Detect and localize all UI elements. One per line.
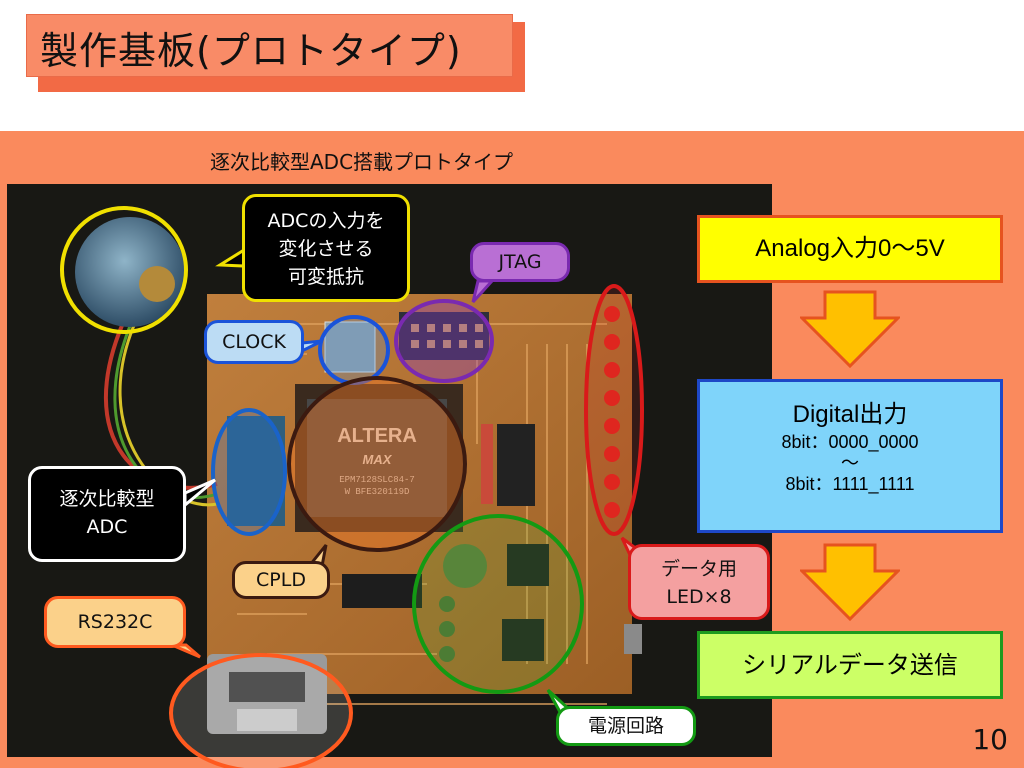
- wire-yellow: [118, 313, 218, 507]
- adc-chip: [227, 416, 285, 526]
- toggle-switch: [624, 624, 642, 654]
- down-arrow-2: [800, 543, 900, 621]
- highlight-variable-resistor: [60, 206, 188, 334]
- photo-caption: 逐次比較型ADC搭載プロトタイプ: [210, 150, 514, 174]
- jtag-connector: [399, 312, 489, 360]
- digital-title: Digital出力: [792, 401, 908, 428]
- down-arrow-1: [800, 290, 900, 368]
- highlight-power: [412, 514, 584, 694]
- regulator-2: [502, 619, 544, 661]
- callout-rs232c: RS232C: [44, 596, 186, 648]
- digital-range-tilde: 〜: [841, 453, 859, 473]
- clock-chip: [324, 321, 376, 373]
- cpld-chip: [307, 399, 447, 517]
- callout-variable-resistor: ADCの入力を 変化させる 可変抵抗: [242, 194, 410, 302]
- chip-brand: ALTERA: [337, 425, 417, 447]
- chip-part: EPM7128SLC84-7: [339, 475, 415, 485]
- callout-power: 電源回路: [556, 706, 696, 746]
- led-array: [604, 306, 620, 518]
- chip-family: MAX: [363, 452, 393, 467]
- interface-chip: [342, 574, 422, 608]
- highlight-rs232c: [169, 653, 353, 768]
- jtag-pins: [411, 324, 483, 348]
- chip-code: W BFE320119D: [345, 487, 410, 497]
- page-number: 10: [972, 723, 1008, 756]
- digital-range-end: 8bit：1111_1111: [785, 474, 915, 494]
- resistor-array: [481, 424, 493, 504]
- highlight-adc: [211, 408, 287, 536]
- highlight-clock: [318, 315, 390, 385]
- logic-chip: [497, 424, 535, 506]
- callout-jtag: JTAG: [470, 242, 570, 282]
- highlight-jtag: [394, 299, 494, 383]
- title-box: [26, 14, 513, 77]
- callout-adc: 逐次比較型 ADC: [28, 466, 186, 562]
- callout-cpld: CPLD: [232, 561, 330, 599]
- slide-title: 製作基板(プロトタイプ): [40, 29, 462, 73]
- power-capacitor: [443, 544, 487, 588]
- regulator-1: [507, 544, 549, 586]
- highlight-leds: [584, 284, 644, 536]
- digital-range-start: 8bit：0000_0000: [781, 432, 919, 452]
- analog-input-box: Analog入力0〜5V: [697, 215, 1003, 283]
- serial-output-box: シリアルデータ送信: [697, 631, 1003, 699]
- digital-output-box: Digital出力 8bit：0000_0000 〜 8bit：1111_111…: [697, 379, 1003, 533]
- wire-red: [104, 313, 218, 490]
- callout-clock: CLOCK: [204, 320, 304, 364]
- callout-data-led: データ用 LED×8: [628, 544, 770, 620]
- highlight-cpld: [287, 376, 467, 552]
